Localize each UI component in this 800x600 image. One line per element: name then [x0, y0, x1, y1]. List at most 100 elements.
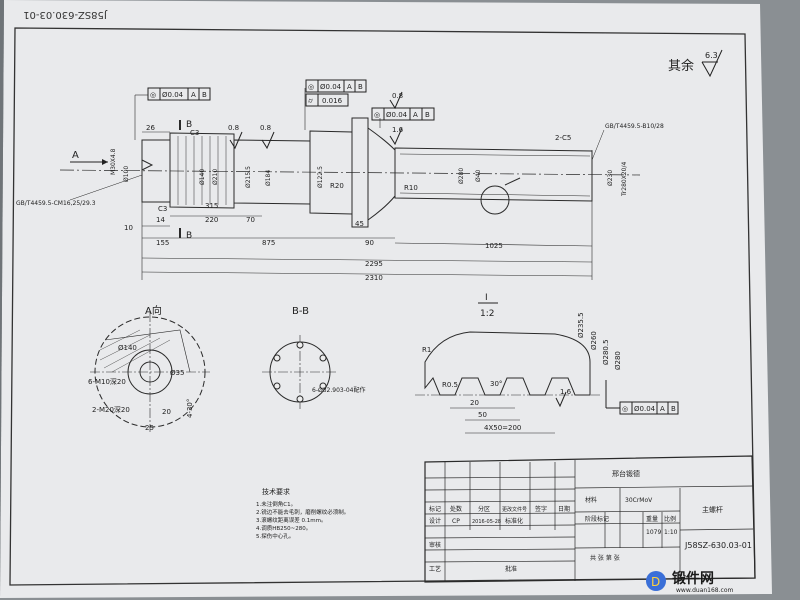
svg-text:www.duan168.com: www.duan168.com [676, 587, 733, 594]
svg-text:2.锐边不能去毛刺，磨削螺纹必须制。: 2.锐边不能去毛刺，磨削螺纹必须制。 [256, 508, 349, 516]
svg-text:6-M10深20: 6-M10深20 [88, 377, 126, 386]
svg-text:70: 70 [246, 216, 255, 224]
svg-text:10: 10 [124, 224, 133, 232]
svg-text:6.3: 6.3 [705, 51, 718, 60]
svg-text:0.8: 0.8 [228, 124, 239, 132]
svg-text:Ø260: Ø260 [590, 331, 598, 350]
svg-text:A: A [347, 83, 352, 91]
main-view [59, 88, 641, 280]
svg-text:2-M20深20: 2-M20深20 [92, 405, 130, 414]
svg-text:Ø210: Ø210 [212, 169, 219, 185]
svg-text:◎: ◎ [622, 405, 628, 413]
svg-text:4.调质HB250~280。: 4.调质HB250~280。 [256, 524, 311, 532]
svg-text:R0.5: R0.5 [442, 381, 458, 389]
svg-text:Ø35: Ø35 [170, 369, 184, 377]
svg-text:Ø0.04: Ø0.04 [320, 83, 342, 91]
roughness-marks: 0.8 0.8 0.8 1.6 [228, 91, 404, 150]
svg-text:材料: 材料 [585, 496, 597, 504]
detail-view: I 1:2 R1 R0.5 30° Ø235.5 Ø260 Ø280.5 Ø28… [415, 293, 679, 434]
svg-text:M30X4.8: M30X4.8 [110, 148, 117, 175]
svg-text:Ø184: Ø184 [265, 170, 272, 186]
svg-text:邢台锻德: 邢台锻德 [612, 469, 640, 478]
svg-text:B: B [358, 83, 363, 91]
svg-text:3.滚螺纹距离误差 0.1mm。: 3.滚螺纹距离误差 0.1mm。 [256, 516, 326, 524]
svg-text:Ø40: Ø40 [475, 169, 482, 182]
svg-text:锻件网: 锻件网 [672, 570, 714, 587]
svg-text:A: A [413, 111, 418, 119]
svg-text:◎: ◎ [374, 111, 380, 119]
svg-text:审核: 审核 [429, 541, 441, 549]
svg-text:工艺: 工艺 [429, 565, 441, 573]
svg-text:6-Ø32.903-04配作: 6-Ø32.903-04配作 [312, 386, 366, 394]
svg-text:155: 155 [156, 239, 169, 247]
svg-text:A: A [191, 91, 196, 99]
main-view-labels: A B B C3 C3 2-C5 GB/T4459.5-CM16,25/29.3… [16, 120, 664, 282]
tolerance-frame-top-left: ◎ Ø0.04 A B [147, 87, 211, 101]
svg-text:30CrMoV: 30CrMoV [625, 497, 653, 504]
svg-text:5.探伤中心孔。: 5.探伤中心孔。 [256, 532, 294, 540]
svg-text:C3: C3 [158, 205, 167, 213]
svg-text:25: 25 [145, 424, 154, 432]
svg-text:处数: 处数 [450, 505, 462, 513]
svg-text:重量: 重量 [646, 515, 658, 523]
tolerance-frame-right: ◎ Ø0.04 A B [371, 107, 435, 121]
svg-text:⌭: ⌭ [308, 97, 313, 105]
svg-text:分区: 分区 [478, 505, 490, 513]
svg-text:1:2: 1:2 [480, 309, 494, 319]
svg-text:阶段标记: 阶段标记 [585, 515, 609, 523]
svg-text:GB/T4459.5-CM16,25/29.3: GB/T4459.5-CM16,25/29.3 [16, 200, 96, 207]
svg-text:Ø235.5: Ø235.5 [577, 312, 585, 338]
svg-text:14: 14 [156, 216, 165, 224]
svg-text:I: I [485, 293, 488, 303]
svg-text:90: 90 [365, 239, 374, 247]
detail-tolerance-frame: ◎ Ø0.04 A B [605, 380, 679, 415]
svg-text:其余: 其余 [668, 58, 694, 74]
svg-text:比例: 比例 [664, 515, 676, 523]
svg-text:◎: ◎ [150, 91, 156, 99]
svg-text:签字: 签字 [535, 505, 547, 513]
svg-text:Ø100: Ø100 [123, 166, 130, 182]
title-block: 邢台锻德 材料 30CrMoV 主螺杆 J58SZ-630.03-01 阶段标记… [424, 455, 756, 583]
watermark: D 锻件网 www.duan168.com [646, 570, 733, 594]
svg-text:Ø0.04: Ø0.04 [386, 111, 408, 119]
svg-text:B: B [671, 405, 676, 413]
svg-text:875: 875 [262, 239, 275, 247]
paper-sheet [0, 0, 772, 598]
svg-text:1079: 1079 [646, 529, 661, 536]
svg-text:B: B [425, 111, 430, 119]
svg-text:A向: A向 [145, 304, 162, 317]
svg-text:D: D [651, 575, 660, 589]
svg-text:主螺杆: 主螺杆 [702, 505, 723, 514]
svg-text:30°: 30° [490, 380, 502, 388]
svg-text:Ø280.5: Ø280.5 [602, 339, 610, 365]
svg-text:4-30°: 4-30° [186, 399, 194, 418]
svg-text:GB/T4459.5-B10/28: GB/T4459.5-B10/28 [605, 123, 664, 130]
svg-text:2-C5: 2-C5 [555, 134, 571, 142]
svg-text:1.未注倒角C1。: 1.未注倒角C1。 [256, 500, 296, 508]
svg-text:R1: R1 [422, 346, 431, 354]
svg-text:1.6: 1.6 [392, 126, 404, 134]
svg-text:B: B [202, 91, 207, 99]
svg-text:0.016: 0.016 [322, 97, 343, 105]
svg-text:CP: CP [452, 518, 460, 525]
svg-text:Ø0.04: Ø0.04 [634, 405, 656, 413]
svg-text:315: 315 [205, 202, 218, 210]
tech-requirements: 技术要求 1.未注倒角C1。 2.锐边不能去毛刺，磨削螺纹必须制。 3.滚螺纹距… [256, 487, 349, 540]
svg-text:0.8: 0.8 [392, 92, 403, 100]
svg-text:日期: 日期 [558, 505, 570, 513]
svg-text:标记: 标记 [429, 505, 441, 513]
svg-text:220: 220 [205, 216, 218, 224]
svg-text:R20: R20 [330, 182, 344, 190]
view-bb: B-B 6-Ø32.903-04配作 [262, 306, 366, 410]
svg-text:20: 20 [162, 408, 171, 416]
svg-text:Ø215.5: Ø215.5 [245, 166, 252, 188]
svg-text:标准化: 标准化 [505, 517, 523, 525]
svg-text:共 张 第 张: 共 张 第 张 [590, 554, 620, 562]
svg-text:1.6: 1.6 [560, 388, 572, 396]
svg-text:Ø140: Ø140 [118, 344, 137, 352]
svg-text:技术要求: 技术要求 [262, 487, 290, 496]
svg-text:Ø0.04: Ø0.04 [162, 91, 184, 99]
svg-text:J58SZ-630.03-01: J58SZ-630.03-01 [684, 541, 752, 550]
